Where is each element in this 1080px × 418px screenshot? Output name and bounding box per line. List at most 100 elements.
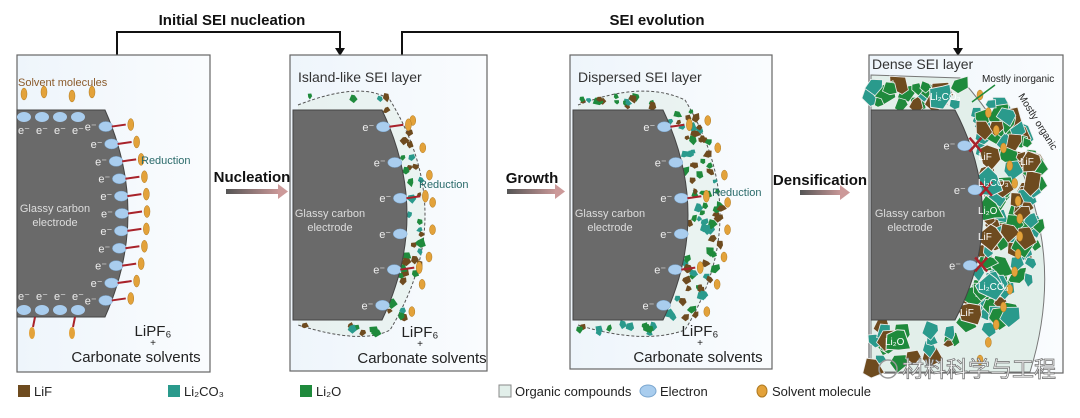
blocked-cross-icon [974,256,989,273]
sei-particle [691,311,699,319]
watermark: 材料科学与工程 [878,357,1056,382]
electron [957,140,972,151]
electron-symbol: e⁻ [54,125,66,137]
sei-particle [1005,133,1023,152]
solvent-molecule [985,337,992,348]
electron [53,305,67,315]
solvent-molecule [985,107,992,118]
step-label-nucleation: Nucleation [214,169,291,186]
sei-particle [1015,150,1027,163]
sei-particle [596,96,603,102]
watermark-text: 材料科学与工程 [902,357,1056,382]
solvent-molecule [408,306,416,317]
sei-particle [714,188,721,194]
reduction-bond [687,195,702,200]
sei-particle [689,163,696,168]
electron-symbol: e⁻ [54,291,66,303]
reduction-bond [127,193,142,198]
electron-symbol: e⁻ [36,125,48,137]
electron-symbol: e⁻ [379,229,391,241]
particle-label: LiF [978,232,992,243]
sei-particle [716,205,727,212]
legend-item-lif: LiF [18,384,52,399]
sei-particle [680,166,690,176]
sei-particle [387,308,393,314]
sei-particle [691,214,697,223]
sei-particle [921,320,939,341]
electron-symbol: e⁻ [18,291,30,303]
solvent-molecule [1014,248,1022,260]
sei-particle [949,75,969,95]
electron-symbol: e⁻ [362,300,374,312]
sei-particle [628,95,637,104]
sei-particle [410,242,417,248]
sei-particle [885,329,912,351]
sei-particle [382,106,391,114]
reduction-label: Reduction [419,179,469,191]
solvent-molecule [137,257,145,270]
sei-particle [349,94,358,104]
solvent-molecule [415,261,423,274]
electron [112,243,127,254]
legend-label: Electron [660,384,708,399]
sei-particle [406,211,413,219]
sei-particle [862,357,886,379]
electron [114,208,130,219]
sei-particle [999,306,1021,329]
sei-particle [688,109,694,114]
electron-symbol: e⁻ [654,265,666,277]
solvent-molecule [426,169,433,181]
electron [673,228,689,240]
solvent-molecule [1000,142,1007,154]
electrode-label-line2: electrode [307,222,352,234]
sei-particle [707,234,717,243]
sei-particle [673,110,683,118]
electron [375,300,390,311]
electrode-label-line2: electrode [587,222,632,234]
sei-particle [682,275,692,285]
panel-dispersed-sei: e⁻e⁻e⁻e⁻e⁻e⁻ Dispersed SEI layer Reducti… [569,54,773,370]
reduction-bond [32,316,36,328]
sei-particle [1000,222,1021,244]
sei-particle [697,284,703,289]
sei-particle [614,100,620,105]
electron-symbol: e⁻ [36,291,48,303]
electron-symbol: e⁻ [643,300,655,312]
sei-particle [579,96,586,103]
solvent-molecule [993,319,1000,330]
glassy-carbon-electrode [292,109,408,321]
electron [393,192,408,204]
sei-particle [698,137,705,143]
sei-particle [691,113,700,123]
sei-evolution-bracket: SEI evolution [401,12,963,56]
plus-sign: + [417,339,423,350]
arrow-icon [800,190,842,195]
solvent-molecule [143,205,151,218]
electron [112,173,127,184]
sei-particle [707,219,718,230]
sei-particle [974,272,1006,302]
sei-particle [693,188,698,195]
solvent-molecule [133,274,140,288]
solvent-molecule [1011,266,1018,277]
sei-particle [359,329,367,337]
sei-particle [399,307,406,315]
particle-label: Li₂CO₃ [978,282,1009,293]
electron [392,228,408,240]
solvent-molecules-label: Solvent molecules [18,77,108,89]
electron-symbol: e⁻ [18,125,30,137]
sei-particle [674,295,681,302]
solvent-molecule [721,169,728,181]
legend-item-electron: Electron [639,384,708,399]
glassy-carbon-electrode [870,109,983,321]
sei-particle [699,210,705,216]
sei-particle [625,100,633,106]
electron-symbol: e⁻ [944,141,956,153]
sei-particle [411,255,419,265]
step-nucleation: Nucleation [214,169,291,199]
electron [53,112,67,122]
sei-particle [700,158,706,165]
sei-particle [667,118,674,126]
solvent-molecule [1000,301,1007,313]
electron [962,260,978,271]
